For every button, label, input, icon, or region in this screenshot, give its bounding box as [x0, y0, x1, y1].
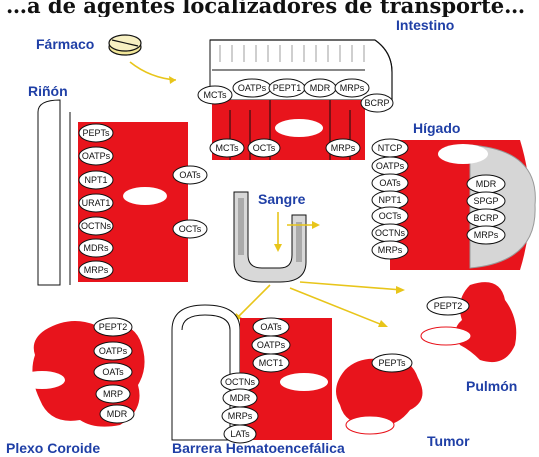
- label-plexo: Plexo Coroide: [6, 440, 100, 456]
- transporter-pepts-rinon: PEPTs: [82, 128, 110, 138]
- transporter-bcrp-int: BCRP: [364, 98, 389, 108]
- transporter-oats-bhe: OATs: [260, 322, 282, 332]
- label-intestino: Intestino: [396, 17, 454, 33]
- transporter-mdr-higado: MDR: [476, 179, 497, 189]
- transporter-oatps-rinon: OATPs: [82, 151, 111, 161]
- transporter-oatps-higado: OATPs: [376, 161, 405, 171]
- drug-pill-icon: [109, 35, 141, 55]
- transporter-mdr-bhe: MDR: [230, 393, 251, 403]
- transporter-npt1-rinon: NPT1: [84, 175, 107, 185]
- transporter-pept2-pulmon: PEPT2: [434, 301, 463, 311]
- transporter-octns-bhe: OCTNs: [225, 377, 255, 387]
- transporter-lats-bhe: LATs: [230, 429, 250, 439]
- liver-organ: [390, 140, 535, 270]
- transporter-octs-higado: OCTs: [379, 211, 402, 221]
- transporter-mrps-rinon: MRPs: [84, 265, 109, 275]
- transporter-pepts-tumor: PEPTs: [378, 358, 406, 368]
- transporter-mdr-int: MDR: [310, 83, 331, 93]
- label-farmaco: Fármaco: [36, 36, 94, 52]
- transporter-octns-rinon: OCTNs: [81, 221, 111, 231]
- transporter-oats-higado: OATs: [379, 178, 401, 188]
- transporter-npt1-higado: NPT1: [378, 195, 401, 205]
- label-pulmon: Pulmón: [466, 378, 517, 394]
- kidney-organ: [38, 100, 188, 285]
- transporter-bcrp-higado: BCRP: [473, 213, 498, 223]
- transporter-oatps-bhe: OATPs: [257, 340, 286, 350]
- label-rinon: Riñón: [28, 83, 68, 99]
- drug-flow-arrow: [130, 62, 176, 80]
- transporter-mrps-int: MRPs: [340, 83, 365, 93]
- transporter-mdrs-rinon: MDRs: [84, 243, 109, 253]
- transporter-oatps-int: OATPs: [238, 83, 267, 93]
- transporter-spgp-higado: SPGP: [473, 196, 498, 206]
- transporter-oats-rinon-blood: OATs: [179, 170, 201, 180]
- label-sangre: Sangre: [258, 191, 306, 207]
- transporter-mrp-plexo: MRP: [103, 389, 123, 399]
- transporter-mrps-higado-r: MRPs: [474, 230, 499, 240]
- transporter-mct1-bhe: MCT1: [259, 358, 284, 368]
- transporter-oatps-plexo: OATPs: [99, 346, 128, 356]
- transporter-mcts-int: MCTs: [204, 90, 227, 100]
- transporter-pept2-plexo: PEPT2: [99, 322, 128, 332]
- transporter-oats-plexo: OATs: [102, 367, 124, 377]
- transporter-ntcp-higado: NTCP: [378, 143, 403, 153]
- transporter-mcts-int-b: MCTs: [216, 143, 239, 153]
- label-higado: Hígado: [413, 120, 460, 136]
- transporter-pept1-int: PEPT1: [273, 83, 302, 93]
- transporter-octs-rinon-blood: OCTs: [179, 224, 202, 234]
- transporter-mrps-bhe: MRPs: [228, 411, 253, 421]
- transporter-mrps-int-b: MRPs: [331, 143, 356, 153]
- label-barrera: Barrera Hematoencefálica: [172, 440, 345, 456]
- label-tumor: Tumor: [427, 433, 470, 449]
- transporter-mdr-plexo: MDR: [107, 409, 128, 419]
- transporter-urat1-rinon: URAT1: [82, 198, 111, 208]
- transporter-octs-int-b: OCTs: [253, 143, 276, 153]
- lung-organ: [421, 282, 516, 362]
- transporter-octns-higado: OCTNs: [375, 228, 405, 238]
- transporter-mrps-higado: MRPs: [378, 245, 403, 255]
